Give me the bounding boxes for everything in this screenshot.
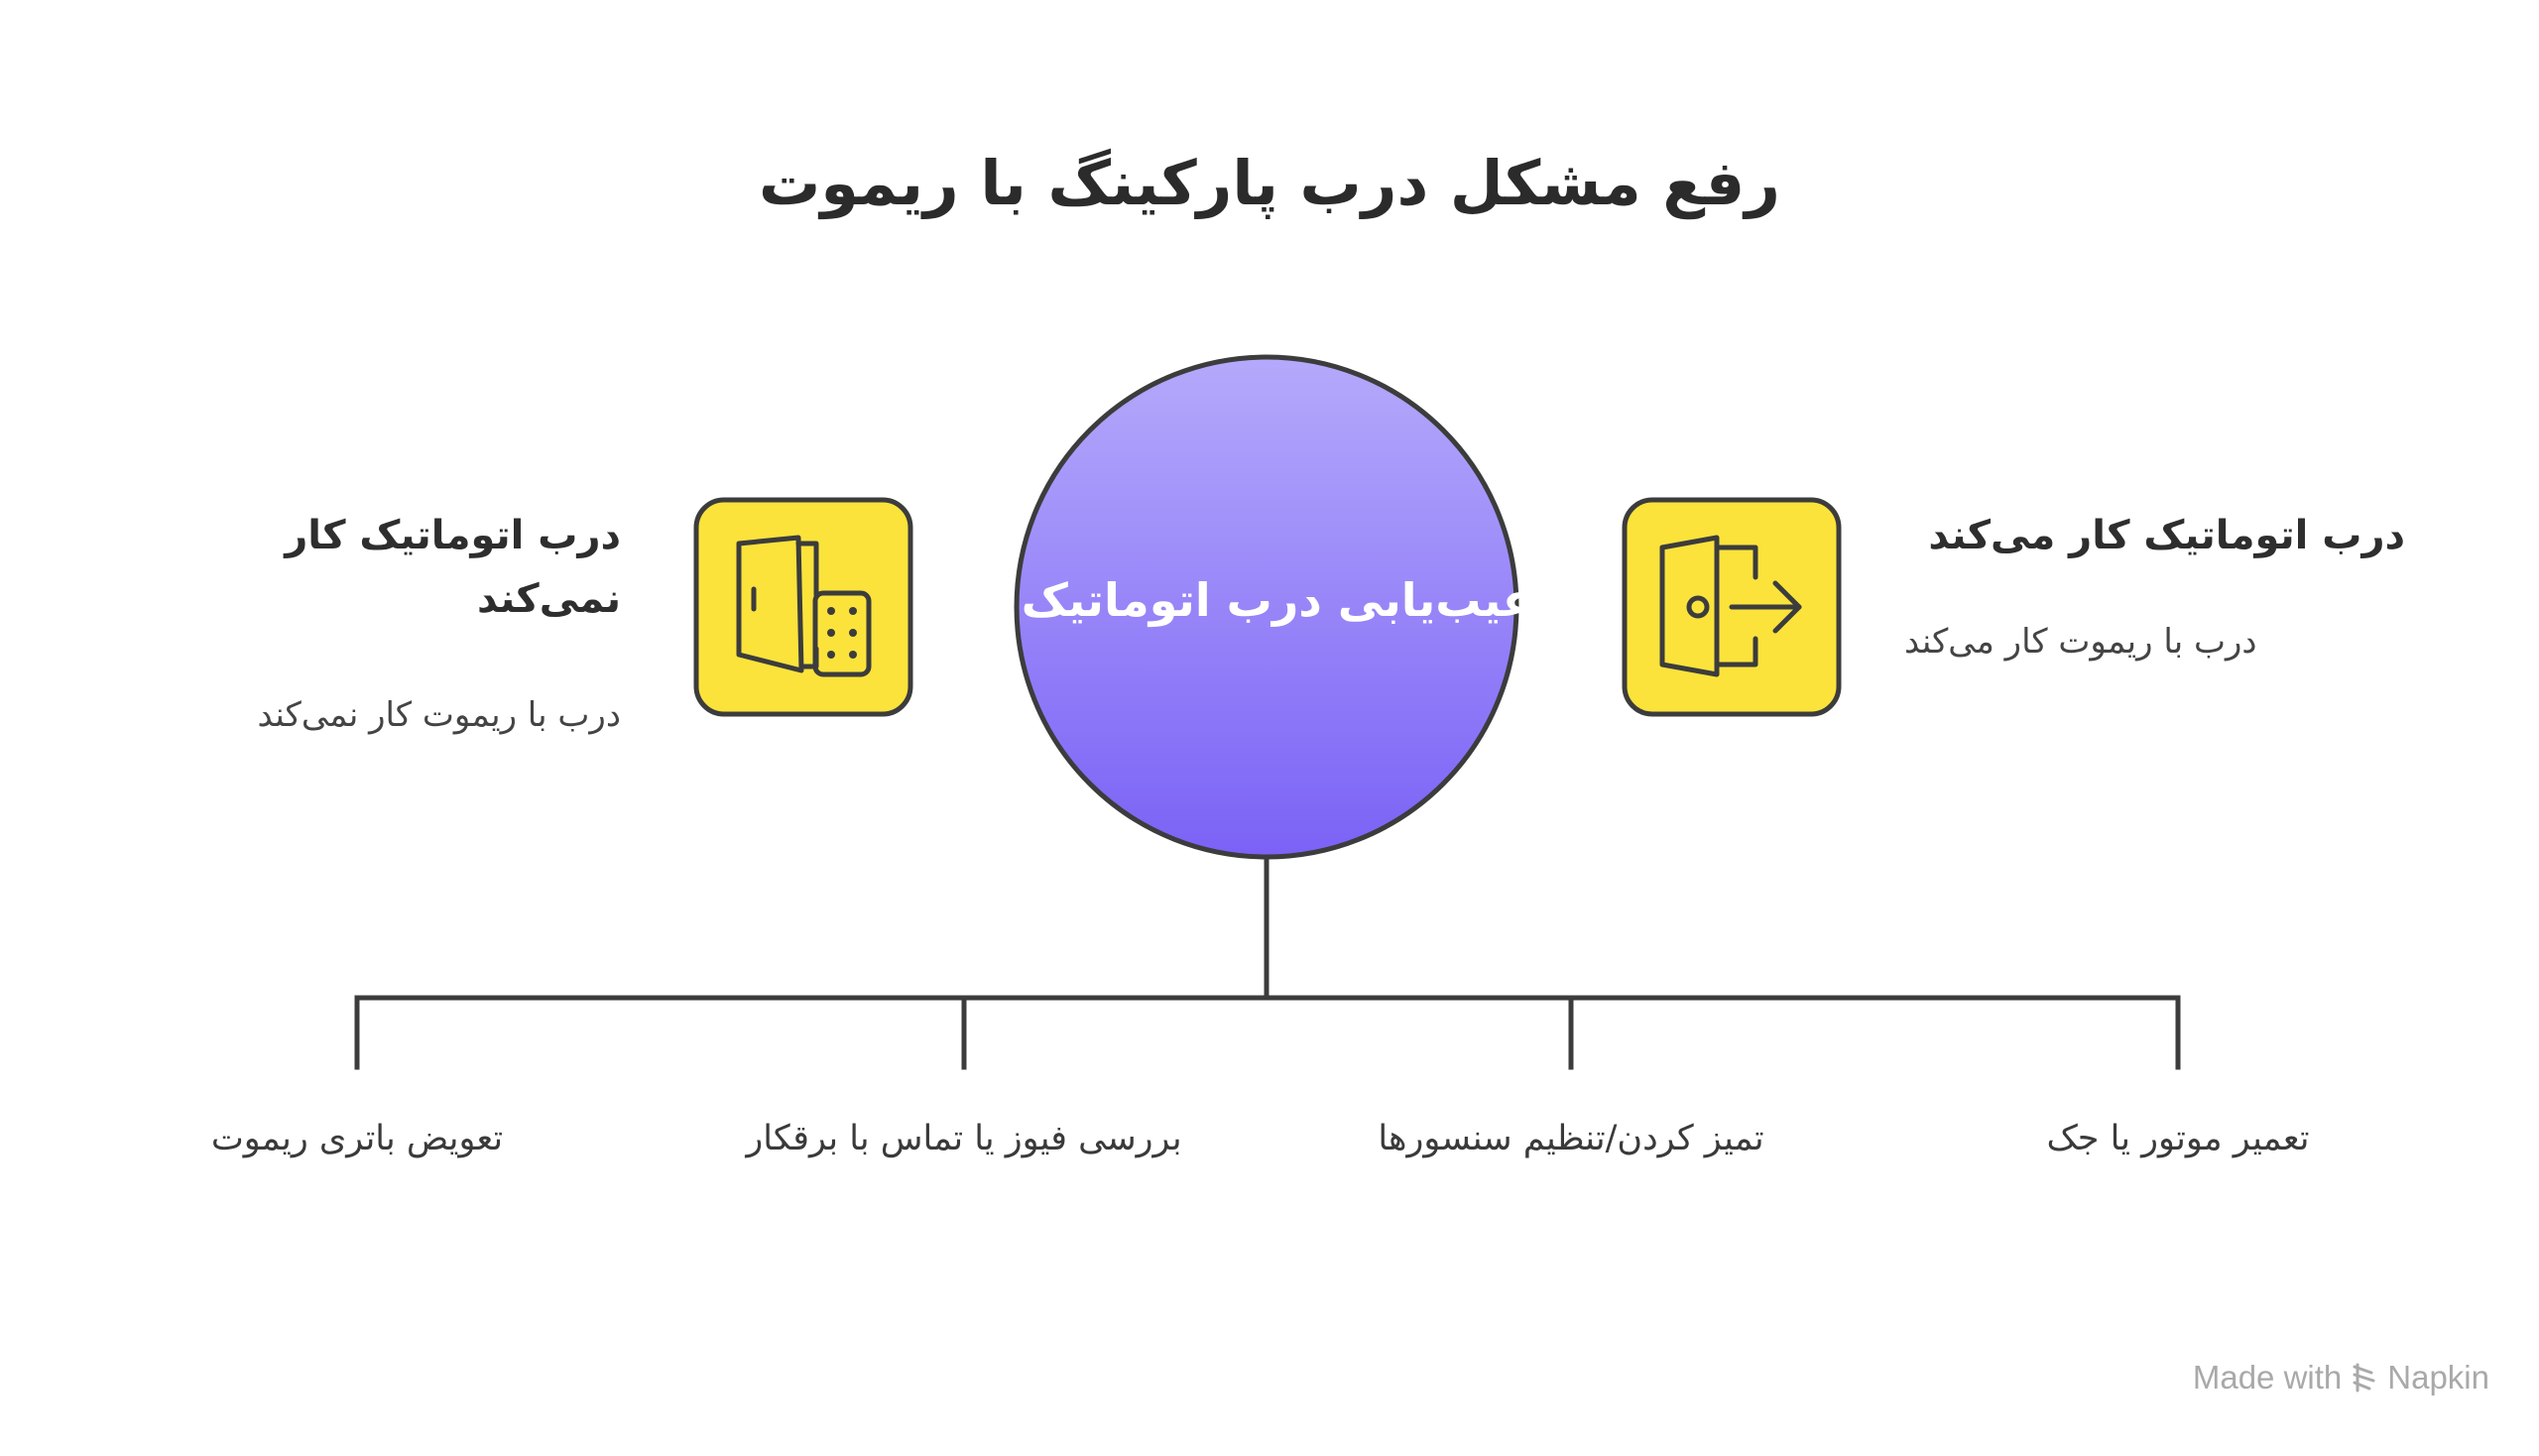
center-circle — [1014, 354, 1519, 860]
leaf-repair-motor: تعمیر موتور یا جک — [2046, 1119, 2310, 1158]
napkin-brand-label: Napkin — [2387, 1359, 2489, 1395]
page-title: رفع مشکل درب پارکینگ با ریموت — [759, 147, 1780, 219]
leaf-replace-remote-battery: تعویض باتری ریموت — [210, 1119, 504, 1158]
leaf-clean-sensors: تمیز کردن/تنظیم سنسورها — [1378, 1119, 1764, 1158]
made-with-label: Made with — [2192, 1359, 2343, 1395]
tree-connectors — [354, 856, 2181, 1070]
door-keypad-icon — [693, 497, 913, 717]
leaf-check-fuse: بررسی فیوز یا تماس با برقکار — [746, 1119, 1182, 1158]
left-branch-heading: درب اتوماتیک کار نمی‌کند — [285, 513, 621, 622]
door-exit-arrow-icon — [1622, 497, 1842, 717]
left-branch-description: درب با ریموت کار نمی‌کند — [257, 695, 621, 735]
center-label: عیب‌یابی درب اتوماتیک — [1021, 573, 1534, 627]
napkin-logo-icon — [2350, 1361, 2379, 1395]
made-with-napkin: Made with Napkin — [2152, 1359, 2489, 1396]
right-branch-description: درب با ریموت کار می‌کند — [1904, 622, 2257, 662]
right-branch-heading: درب اتوماتیک کار می‌کند — [1928, 513, 2405, 558]
